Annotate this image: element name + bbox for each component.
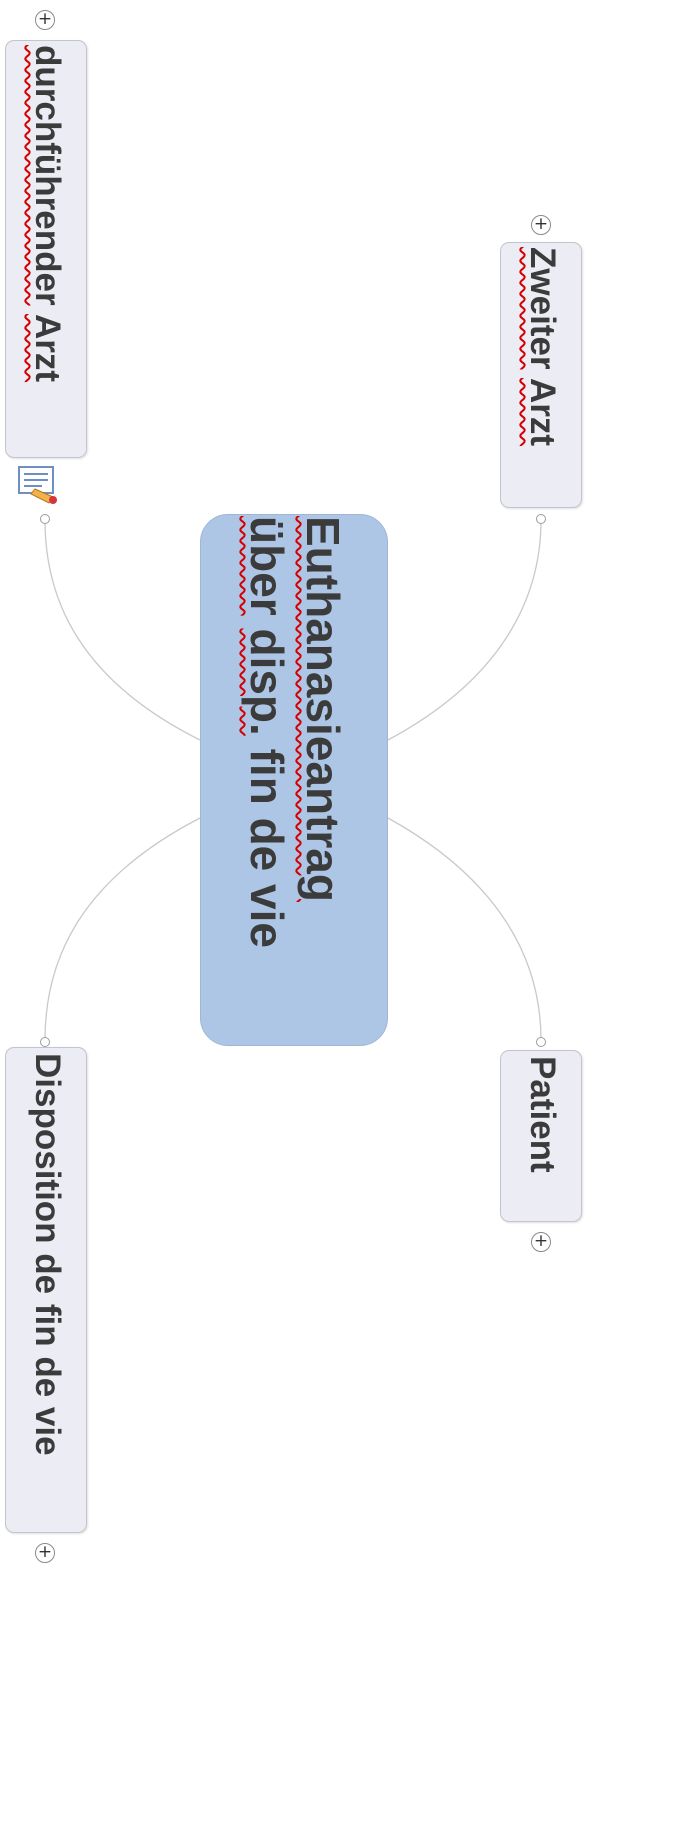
central-line1: Euthanasieantrag	[297, 516, 349, 902]
topic-durchfuehrender-arzt-label: durchführender Arzt	[25, 45, 69, 453]
connector-handle[interactable]	[536, 514, 546, 524]
central-line2-rest: fin de vie	[241, 748, 293, 948]
topic-zweiter-arzt[interactable]: Zweiter Arzt	[500, 242, 582, 508]
note-icon[interactable]	[15, 463, 63, 505]
expand-plus-icon[interactable]: +	[531, 1232, 551, 1252]
expand-plus-icon[interactable]: +	[35, 10, 55, 30]
central-line2-word1: über	[241, 516, 293, 616]
expand-plus-icon[interactable]: +	[35, 1543, 55, 1563]
word-arzt: Arzt	[523, 377, 562, 447]
connector-handle[interactable]	[40, 1037, 50, 1047]
central-topic[interactable]: Euthanasieantrag über disp. fin de vie	[200, 514, 388, 1046]
expand-plus-icon[interactable]: +	[531, 215, 551, 235]
topic-zweiter-arzt-label: Zweiter Arzt	[520, 247, 564, 503]
topic-disposition-de-fin-de-vie[interactable]: Disposition de fin de vie	[5, 1047, 87, 1533]
connector-handle[interactable]	[40, 514, 50, 524]
topic-durchfuehrender-arzt[interactable]: durchführender Arzt	[5, 40, 87, 458]
topic-patient-label: Patient	[523, 1056, 562, 1173]
central-topic-label: Euthanasieantrag über disp. fin de vie	[239, 516, 351, 1046]
topic-disposition-label: Disposition de fin de vie	[28, 1053, 67, 1456]
word-arzt: Arzt	[28, 314, 67, 383]
word-zweiter: Zweiter	[523, 247, 562, 370]
connector-handle[interactable]	[536, 1037, 546, 1047]
connector-central-to-durchfuehrender	[44, 519, 201, 741]
word-durchfuehrender: durchführender	[28, 45, 67, 306]
central-line2-word2: disp.	[241, 628, 293, 736]
connector-central-to-patient	[387, 817, 542, 1041]
connector-central-to-zweiter	[387, 519, 542, 741]
topic-patient[interactable]: Patient	[500, 1050, 582, 1222]
connector-central-to-disposition	[44, 817, 201, 1041]
